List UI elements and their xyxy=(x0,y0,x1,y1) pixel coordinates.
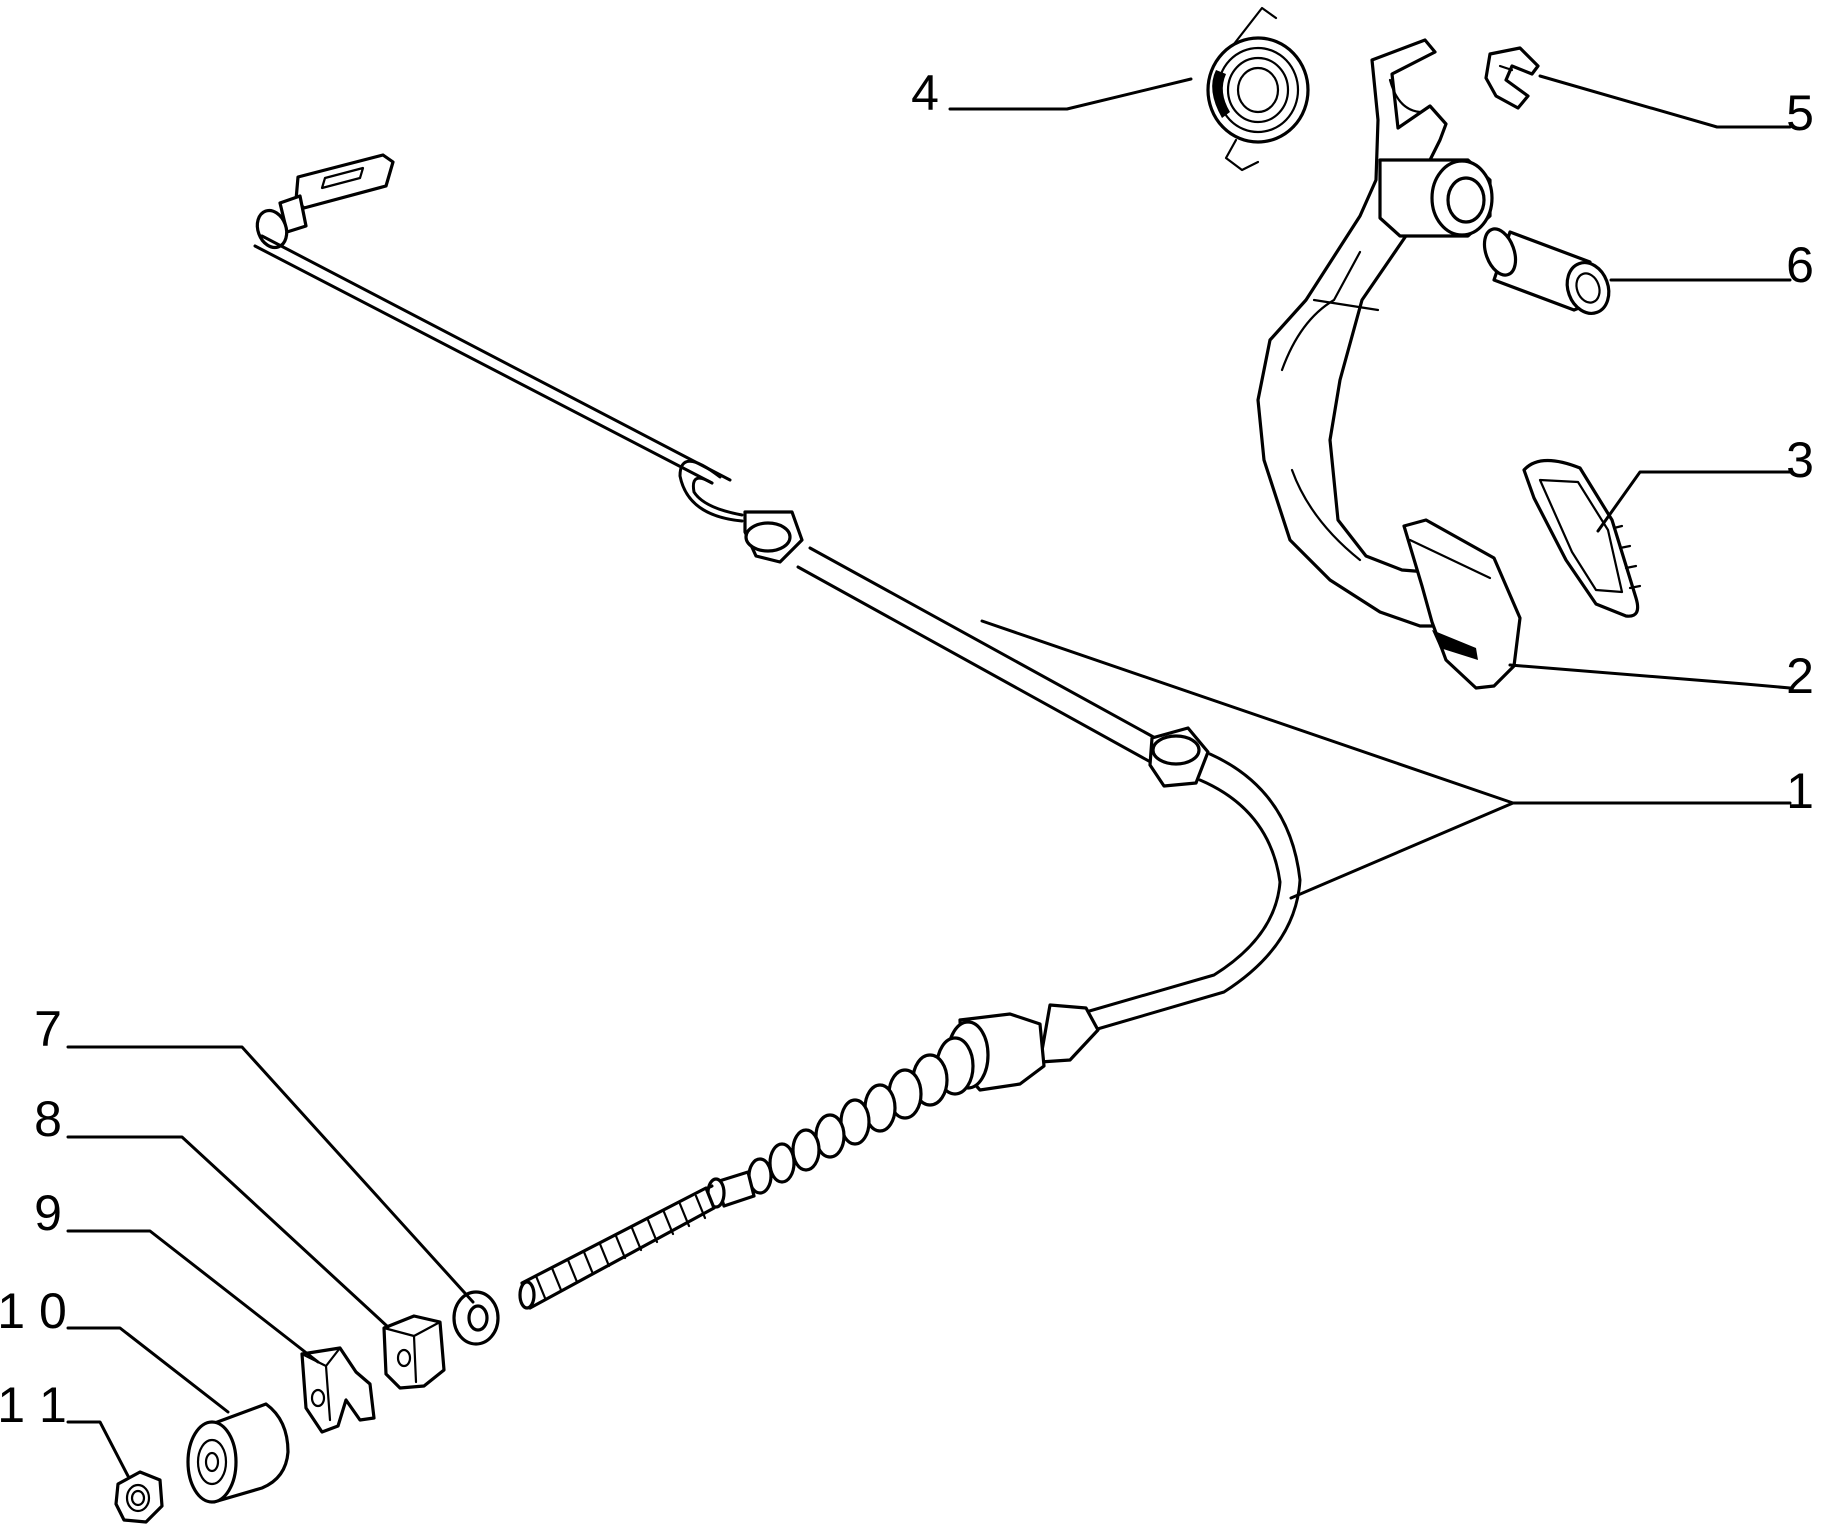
clutch-cable xyxy=(253,153,1302,1310)
retaining-clip xyxy=(1484,46,1540,110)
return-spring xyxy=(1206,6,1310,172)
callout-11: 1 1 xyxy=(0,1377,67,1433)
clutch-pedal xyxy=(1256,38,1522,690)
callout-3: 3 xyxy=(1786,432,1814,488)
callout-5: 5 xyxy=(1786,85,1814,141)
callout-labels: 1 2 3 4 5 6 7 8 9 1 0 1 1 xyxy=(0,65,1814,1433)
callout-6: 6 xyxy=(1786,237,1814,293)
adjuster-block xyxy=(382,1314,446,1390)
thread-marks xyxy=(534,1194,707,1300)
callout-2: 2 xyxy=(1786,648,1814,704)
mounting-bracket xyxy=(300,1346,376,1434)
callout-7: 7 xyxy=(34,1001,62,1057)
pedal-rubber-pad xyxy=(1522,458,1642,618)
callout-10: 1 0 xyxy=(0,1283,67,1339)
washer xyxy=(452,1290,500,1346)
cable-bellows xyxy=(747,1036,975,1195)
pivot-bushing xyxy=(1482,227,1611,315)
callout-4: 4 xyxy=(911,65,939,121)
callout-1: 1 xyxy=(1786,763,1814,819)
leader-lines xyxy=(66,74,1792,1478)
callout-8: 8 xyxy=(34,1091,62,1147)
rubber-damper xyxy=(186,1402,290,1504)
callout-9: 9 xyxy=(34,1185,62,1241)
hex-nut xyxy=(114,1470,164,1524)
